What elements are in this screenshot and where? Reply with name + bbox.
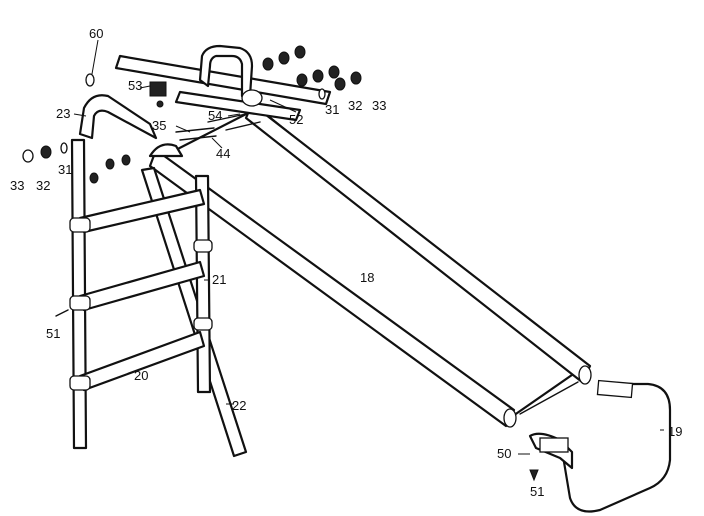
label-33-left: 33 xyxy=(10,178,24,193)
label-19: 19 xyxy=(668,424,682,439)
label-31-left: 31 xyxy=(58,162,72,177)
label-51-stand: 51 xyxy=(530,484,544,499)
label-18: 18 xyxy=(360,270,374,285)
hardware xyxy=(22,45,539,482)
label-52: 52 xyxy=(289,112,303,127)
label-20: 20 xyxy=(134,368,148,383)
label-22: 22 xyxy=(232,398,246,413)
part-labels: 60 53 54 23 35 44 52 31 32 33 33 32 31 1… xyxy=(10,26,682,499)
leader-lines xyxy=(73,39,664,455)
label-51-ladder: 51 xyxy=(46,326,60,341)
label-35: 35 xyxy=(152,118,166,133)
top-crossbar xyxy=(114,44,332,158)
label-53: 53 xyxy=(128,78,142,93)
label-32-right: 32 xyxy=(348,98,362,113)
label-54: 54 xyxy=(208,108,222,123)
ladder xyxy=(69,94,248,458)
label-44: 44 xyxy=(216,146,230,161)
label-21: 21 xyxy=(212,272,226,287)
label-60: 60 xyxy=(89,26,103,41)
label-32-left: 32 xyxy=(36,178,50,193)
label-33-right: 33 xyxy=(372,98,386,113)
label-50: 50 xyxy=(497,446,511,461)
label-31-right: 31 xyxy=(325,102,339,117)
label-23: 23 xyxy=(56,106,70,121)
exit-stand xyxy=(528,379,672,513)
slide-chute xyxy=(148,102,592,428)
